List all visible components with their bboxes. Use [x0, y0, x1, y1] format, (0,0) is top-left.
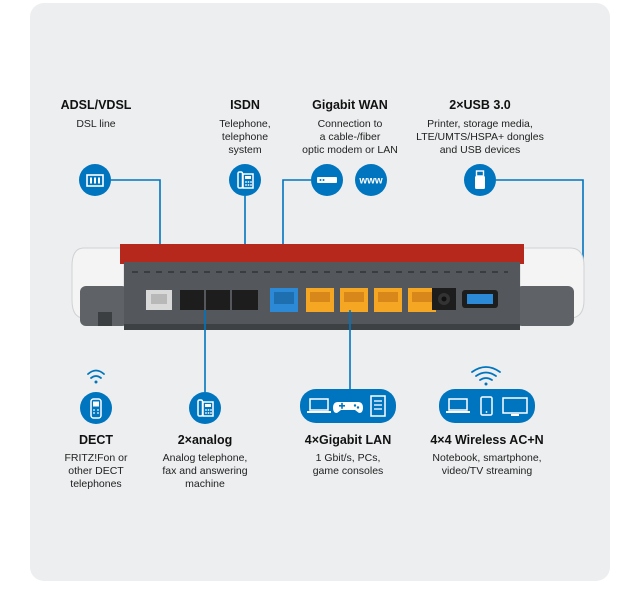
- svg-text:www: www: [358, 176, 383, 187]
- usb-heading: 2×USB 3.0: [449, 98, 511, 112]
- usb-desc: Printer, storage media,LTE/UMTS/HSPA+ do…: [416, 118, 544, 156]
- smartphone-icon: [480, 396, 493, 416]
- bottom-connector-lines: [204, 310, 351, 392]
- isdn-heading: ISDN: [230, 98, 260, 112]
- wireless-desc: Notebook, smartphone,video/TV streaming: [432, 452, 542, 477]
- notebook-icon: [446, 398, 470, 413]
- wan-heading: Gigabit WAN: [312, 98, 388, 112]
- pc-tower-icon: [370, 395, 386, 417]
- wireless-heading: 4×4 Wireless AC+N: [430, 433, 544, 447]
- www-icon: www: [355, 164, 387, 196]
- dect-phone-icon: [80, 392, 112, 424]
- lan-desc: 1 Gbit/s, PCs,game consoles: [312, 452, 384, 477]
- phone-system-icon: [229, 164, 261, 196]
- wifi-icon-wireless: [471, 366, 501, 386]
- router-body: [71, 244, 585, 330]
- laptop-icon: [307, 398, 331, 413]
- adsl-desc: DSL line: [76, 118, 116, 130]
- gamepad-icon: [333, 402, 363, 413]
- usb-stick-icon: [464, 164, 496, 196]
- analog-phone-icon: [189, 392, 221, 424]
- adsl-heading: ADSL/VDSL: [60, 98, 132, 112]
- dsl-port-icon: [79, 164, 111, 196]
- lan-devices-pill: [300, 389, 396, 423]
- tv-icon: [502, 397, 528, 416]
- modem-icon: [311, 164, 343, 196]
- dect-heading: DECT: [78, 433, 114, 447]
- wireless-devices-pill: [439, 389, 535, 423]
- lan-heading: 4×Gigabit LAN: [304, 433, 392, 447]
- wifi-icon-dect: [87, 369, 105, 384]
- analog-heading: 2×analog: [177, 433, 233, 447]
